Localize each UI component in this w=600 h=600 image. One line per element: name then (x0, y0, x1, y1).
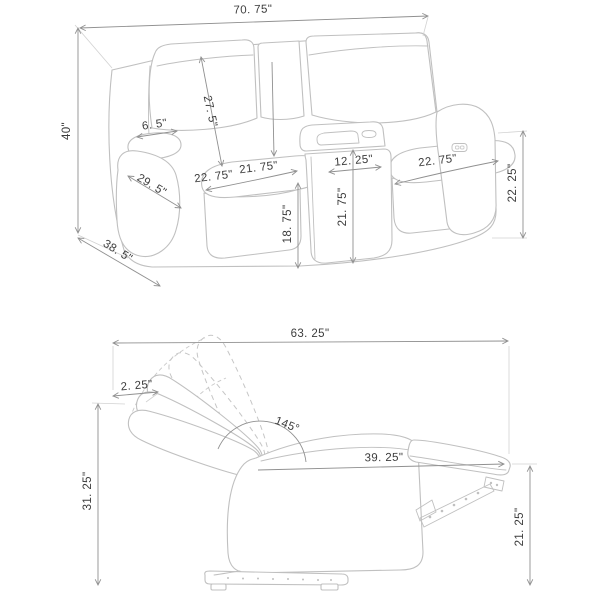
console-lid (299, 121, 386, 152)
base-foot-right (320, 583, 339, 591)
loveseat-drawing: 70. 75" 40" 38. 5" 27. 5" 6. 5" 29. 5" 2… (61, 3, 528, 287)
label-footrest-floor-height: 21. 25" (514, 508, 526, 547)
label-arm-front-height: 22. 25" (507, 164, 519, 203)
label-console-width: 12. 25" (334, 153, 374, 168)
recliner-artwork (127, 334, 511, 591)
label-wall-clearance: 2. 25" (120, 379, 153, 394)
left-arm-front (115, 150, 181, 258)
loveseat-dimensions: 70. 75" 40" 38. 5" 27. 5" 6. 5" 29. 5" 2… (61, 3, 528, 287)
label-arm-top-width: 6. 5" (141, 117, 168, 132)
recliner-dimensions: 63. 25" 2. 25" 145° 39. 25" 31. 25" 21. … (82, 328, 537, 586)
label-seat-depth: 21. 75" (239, 160, 279, 177)
console-cupholder (361, 130, 377, 138)
power-button-panel (451, 143, 468, 152)
label-reclined-overall-length: 63. 25" (291, 328, 330, 340)
footrest (407, 439, 511, 476)
console-tray (316, 130, 360, 146)
label-seat-height: 18. 75" (282, 205, 294, 244)
recline-angle-arc (217, 420, 307, 463)
recliner-body (226, 433, 424, 574)
label-recline-angle: 145° (273, 415, 301, 436)
loveseat-artwork (108, 32, 516, 268)
label-footrest-extension-length: 39. 25" (364, 452, 403, 465)
footrest-mechanism (419, 483, 495, 528)
base-foot-left (210, 583, 227, 591)
label-left-seat-width: 22. 75" (194, 169, 234, 186)
console-front (304, 148, 393, 264)
label-overall-width: 70. 75" (233, 3, 272, 16)
center-back-cushion (257, 40, 305, 121)
recliner-drawing: 63. 25" 2. 25" 145° 39. 25" 31. 25" 21. … (82, 328, 537, 591)
base-rail (204, 570, 349, 586)
label-console-height: 21. 75" (337, 188, 349, 227)
label-reclined-back-height: 31. 25" (82, 472, 94, 511)
label-right-seat-width: 22. 75" (418, 153, 458, 170)
label-overall-height: 40" (61, 122, 73, 140)
right-back-cushion (305, 32, 437, 124)
